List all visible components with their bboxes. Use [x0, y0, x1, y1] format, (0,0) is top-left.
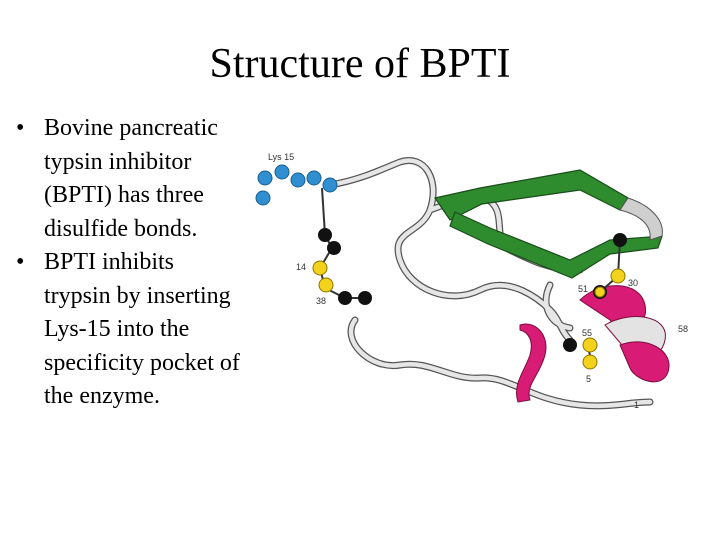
beta-turn	[619, 197, 663, 241]
bullet-text: BPTI inhibits trypsin by inserting Lys-1…	[44, 249, 240, 409]
slide-title: Structure of BPTI	[209, 41, 511, 87]
beta-strand	[434, 169, 629, 221]
bullet-list: • Bovine pancreatic typsin inhibitor (BPT…	[16, 112, 246, 414]
label-residue-51: 51	[578, 284, 588, 294]
cysteine-carbons	[318, 228, 627, 352]
label-residue-55: 55	[582, 328, 592, 338]
label-residue-38: 38	[316, 296, 326, 306]
bullet-item: • BPTI inhibits trypsin by inserting Lys-…	[16, 246, 246, 414]
label-residue-14: 14	[296, 262, 306, 272]
label-residue-58: 58	[678, 324, 688, 334]
bpti-ribbon-figure: Lys 15 14 38 51 30 55 5 58 1	[250, 140, 710, 440]
label-lys15: Lys 15	[268, 152, 294, 162]
lys15-side-chain	[255, 164, 338, 206]
label-residue-1: 1	[634, 400, 639, 410]
label-residue-5: 5	[586, 374, 591, 384]
beta-strand-back	[449, 211, 663, 279]
bullet-text: Bovine pancreatic typsin inhibitor (BPTI…	[44, 115, 218, 242]
protein-ribbon-diagram: Lys 15 14 38 51 30 55 5 58 1	[255, 152, 688, 410]
bullet-dot: •	[16, 115, 25, 141]
sulfur-atoms	[312, 260, 626, 370]
label-residue-30: 30	[628, 278, 638, 288]
bullet-dot: •	[16, 249, 25, 275]
bullet-item: • Bovine pancreatic typsin inhibitor (BPT…	[16, 112, 246, 246]
